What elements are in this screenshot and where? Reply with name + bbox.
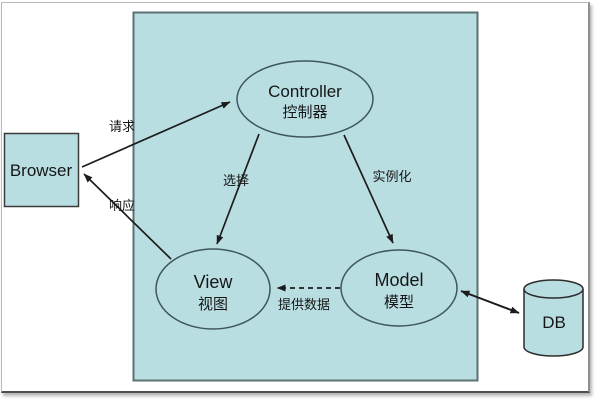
instantiate-label: 实例化	[372, 169, 411, 184]
view-node	[155, 248, 271, 330]
model-db-double-arrow	[460, 290, 520, 314]
model-label-zh: 模型	[384, 294, 414, 311]
response-arrow	[83, 173, 172, 260]
provide-data-label: 提供数据	[278, 297, 330, 312]
model-label-en: Model	[374, 270, 423, 290]
db-cylinder-body	[523, 289, 584, 357]
model-node	[340, 249, 458, 327]
browser-label: Browser	[10, 161, 73, 180]
select-label: 选择	[223, 173, 249, 188]
db-cylinder-top	[523, 279, 584, 299]
view-label-en: View	[194, 272, 234, 292]
browser-node	[3, 132, 80, 208]
db-label: DB	[542, 313, 566, 332]
request-arrow	[81, 101, 231, 168]
controller-node	[236, 60, 374, 138]
view-label-zh: 视图	[198, 296, 228, 313]
controller-label-en: Controller	[268, 82, 342, 101]
request-label: 请求	[109, 119, 135, 134]
response-label: 响应	[109, 198, 135, 213]
controller-label-zh: 控制器	[282, 104, 327, 121]
instantiate-arrow	[343, 134, 394, 244]
select-arrow	[216, 133, 260, 245]
